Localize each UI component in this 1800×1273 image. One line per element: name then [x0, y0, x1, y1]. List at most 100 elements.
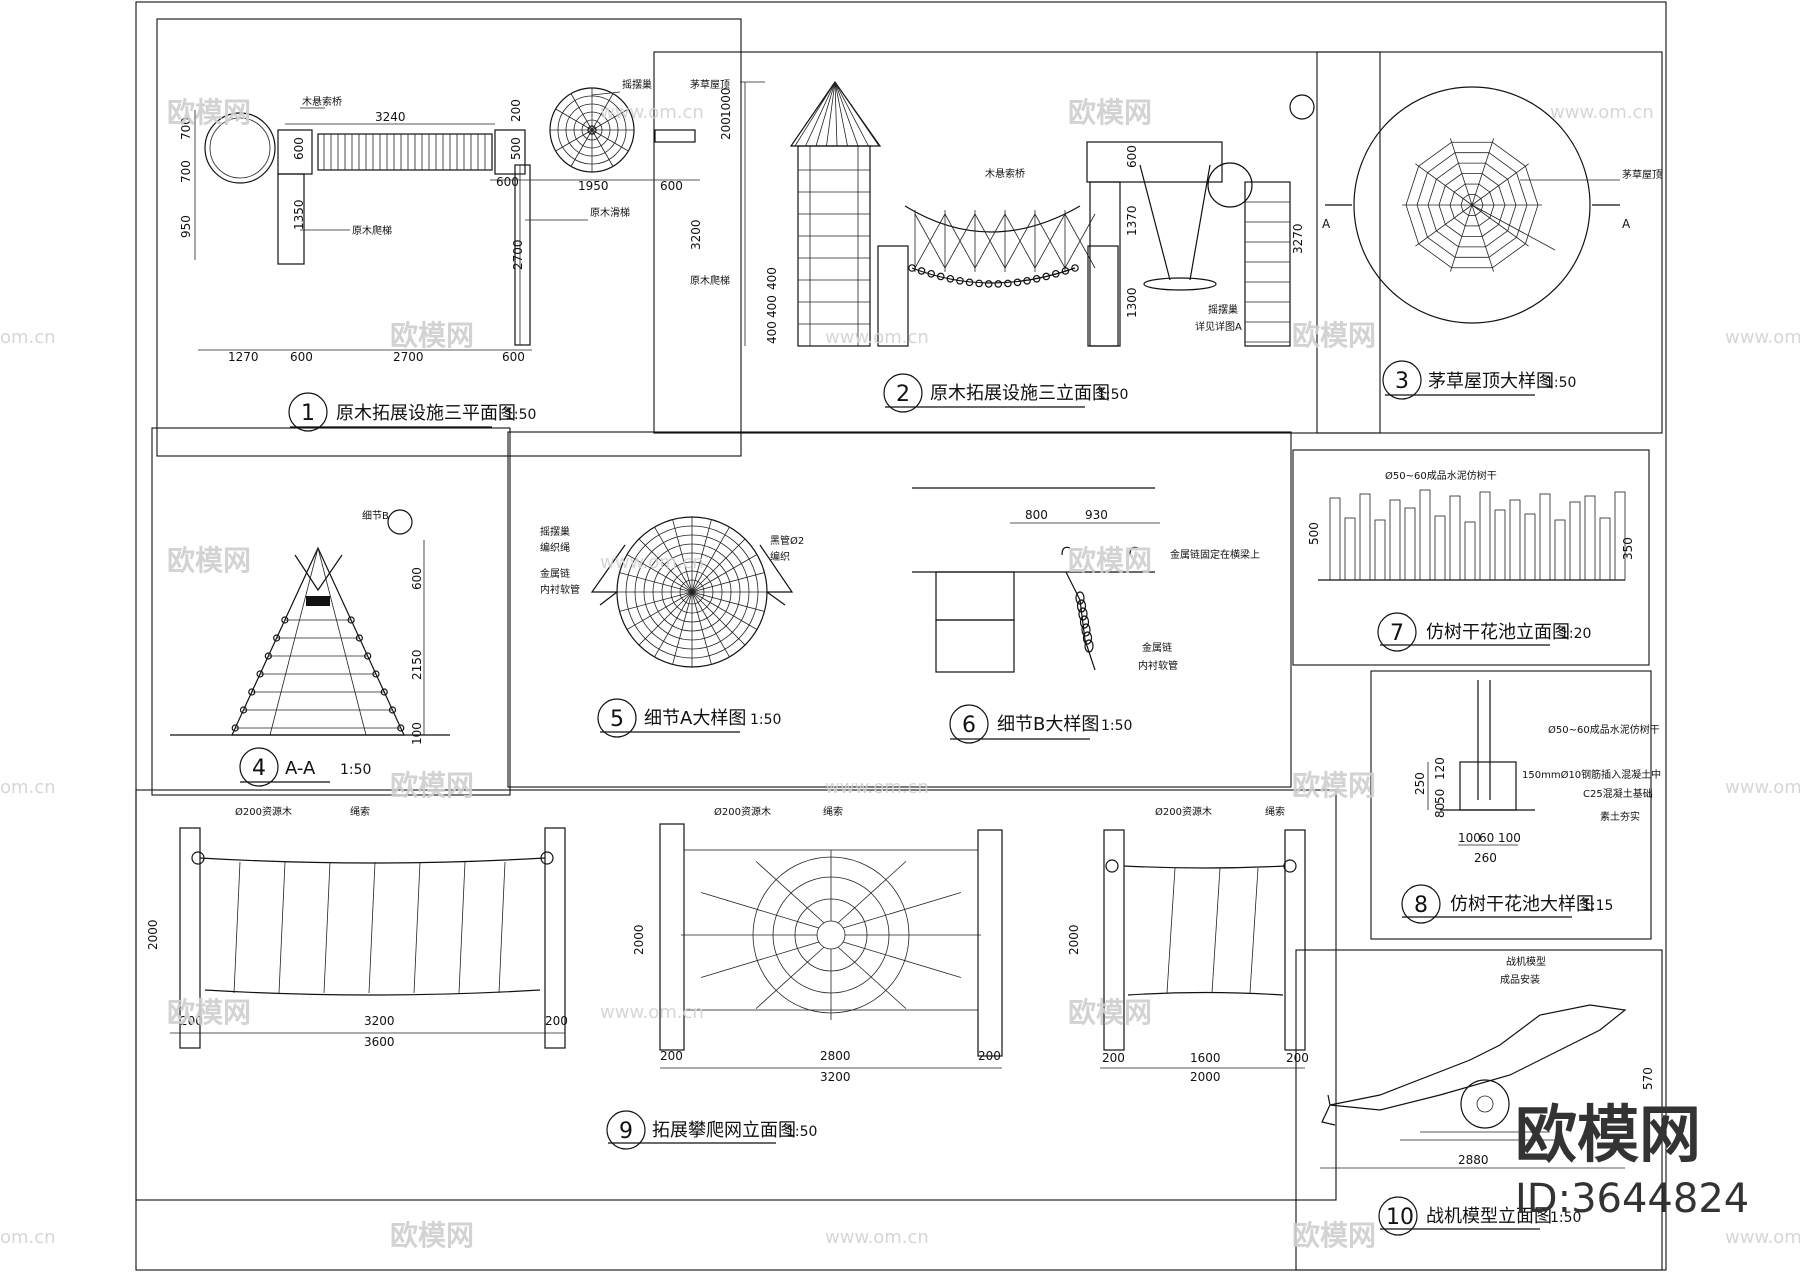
line-art: [672, 591, 693, 665]
line-art: [1462, 211, 1469, 216]
label-model: 战机模型: [1506, 955, 1546, 968]
line-art: [1489, 204, 1495, 219]
dim-text: 200: [719, 117, 733, 140]
dim-text: 3200: [364, 1014, 395, 1028]
title-scale: 1:50: [786, 1124, 817, 1140]
swing-seat: [1143, 277, 1217, 291]
line-art: [834, 81, 859, 147]
line-art: [691, 591, 746, 646]
dim-text: 1300: [1125, 287, 1139, 318]
line-art: [834, 81, 848, 147]
watermark-url: www.om.cn: [825, 777, 929, 798]
line-art: [1475, 211, 1482, 216]
line-art: [805, 81, 836, 147]
title-8: 8 仿树干花池大样图 1:15: [1401, 884, 1613, 924]
line-art: [927, 269, 935, 278]
line-art: [1416, 172, 1428, 206]
watermark-url: www.om.cn: [600, 1002, 704, 1023]
frame-drawing-2: [653, 51, 1381, 434]
line-art: [1249, 867, 1259, 994]
line-art: [278, 861, 286, 994]
line-art: [1516, 172, 1528, 206]
label-trunk-8: Ø50~60成品水泥仿树干: [1548, 723, 1660, 736]
dim-text: 1600: [1190, 1051, 1221, 1065]
title-scale: 1:50: [1550, 1210, 1581, 1226]
dim-text: 250: [1413, 772, 1427, 795]
line-art: [815, 81, 836, 147]
line-art: [1485, 230, 1508, 248]
line-art: [1498, 204, 1506, 225]
label-swing-elev: 摇摆巢: [1208, 303, 1238, 316]
title-1: 1 原木拓展设施三平面图 1:50: [288, 392, 536, 432]
line-art: [364, 652, 372, 660]
drawing-10-jet-model: 战机模型 成品安装 2880 570: [1320, 955, 1655, 1169]
chain-link: [1078, 607, 1088, 621]
line-art: [1415, 163, 1473, 206]
brand-logo: 欧模网: [1515, 1098, 1701, 1171]
trunk: [1359, 493, 1371, 581]
ring-platform: [204, 112, 276, 184]
title-5: 5 细节A大样图 1:50: [597, 698, 781, 738]
dim-text: 2150: [410, 649, 424, 680]
title-text: 原木拓展设施三平面图: [336, 403, 516, 424]
title-scale: 1:15: [1582, 898, 1613, 914]
label-post-b: Ø200资源木: [714, 805, 771, 818]
drawing-6-detail-b: 800 930 金属链固定在横梁上 金属链 内衬软管: [912, 487, 1260, 673]
line-art: [347, 616, 355, 624]
dim-text: 600: [1125, 145, 1139, 168]
line-art: [323, 861, 331, 994]
trunk: [1599, 517, 1611, 581]
line-art: [591, 129, 629, 152]
line-art: [239, 706, 248, 714]
title-2: 2 原木拓展设施三立面图 1:50: [883, 373, 1128, 413]
line-art: [591, 93, 614, 131]
watermark: 欧模网: [390, 319, 474, 352]
watermark-url: www.om.cn: [825, 1227, 929, 1248]
dim-text: 200: [1102, 1051, 1125, 1065]
label-install: 成品安装: [1500, 973, 1540, 986]
dim-text: 3240: [375, 110, 406, 124]
dim-text: 700: [179, 117, 193, 140]
label-rope-c: 绳索: [1265, 805, 1285, 818]
label-detail-ref: 详见详图A: [1195, 320, 1242, 333]
jet-wheel: [1460, 1079, 1510, 1129]
trunk: [1584, 495, 1596, 581]
line-art: [1071, 264, 1079, 272]
dim-text: 400: [765, 295, 779, 318]
label-post-c: Ø200资源木: [1155, 805, 1212, 818]
title-scale: 1:50: [505, 407, 536, 423]
line-art: [368, 861, 376, 994]
dim-text: 50: [1433, 789, 1447, 804]
line-art: [837, 946, 907, 1009]
dim-text: 200: [180, 1014, 203, 1028]
dim-text: 600: [660, 179, 683, 193]
watermark-url: om.cn: [0, 327, 56, 348]
drawing-9-climbing-nets: Ø200资源木 绳索 2000 200 3200 200 3600 Ø200资源…: [146, 805, 1309, 1084]
trunk: [1524, 513, 1536, 581]
watermark: 欧模网: [390, 1219, 474, 1252]
line-art: [1436, 162, 1459, 180]
line-art: [1498, 185, 1506, 206]
watermark: 欧模网: [167, 544, 251, 577]
line-art: [1445, 224, 1463, 237]
label-weave: 编织绳: [540, 541, 570, 554]
trunk: [1464, 521, 1476, 581]
watermark: 欧模网: [1068, 544, 1152, 577]
dim-text: 950: [179, 215, 193, 238]
line-art: [936, 272, 945, 281]
line-art: [1427, 204, 1437, 231]
trunk: [1509, 499, 1521, 581]
title-scale: 1:50: [340, 762, 371, 778]
line-art: [1471, 204, 1495, 272]
title-number: 2: [896, 382, 910, 407]
dim-text: 1370: [1125, 205, 1139, 236]
line-art: [619, 572, 693, 593]
label-post-a: Ø200资源木: [235, 805, 292, 818]
line-art: [843, 892, 962, 929]
title-number: 6: [962, 713, 976, 738]
title-7: 7 仿树干花池立面图 1:20: [1377, 612, 1591, 652]
line-art: [570, 93, 593, 131]
trunk: [1449, 495, 1461, 581]
title-text: 仿树干花池大样图: [1450, 894, 1594, 915]
